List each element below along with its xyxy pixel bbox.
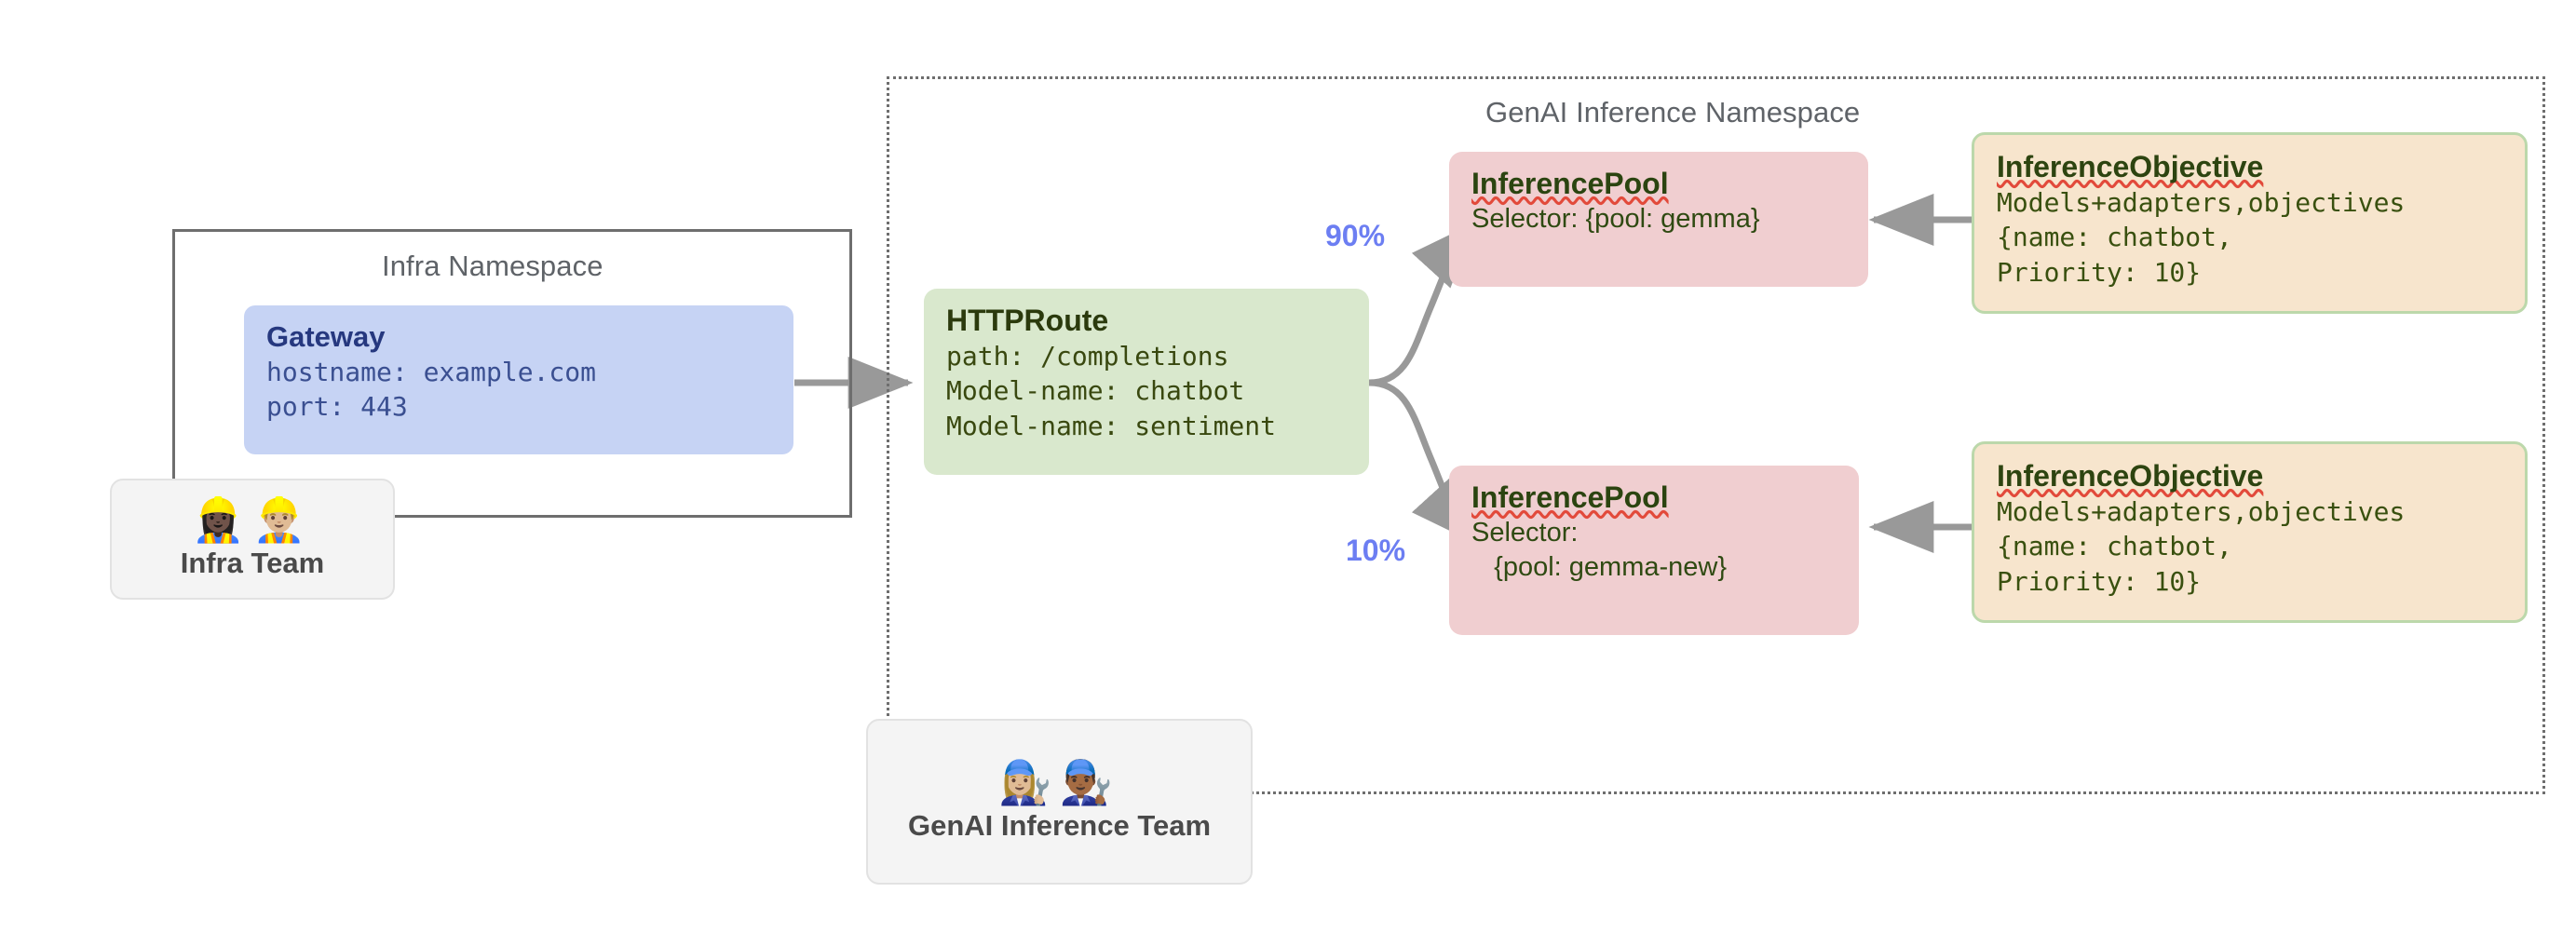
- inferenceobjective-bottom-title: InferenceObjective: [1997, 459, 2264, 493]
- edge-weight-10: 10%: [1346, 534, 1406, 567]
- gateway-hostname: hostname: example.com: [266, 356, 597, 387]
- edge-weight-90: 90%: [1325, 219, 1386, 252]
- inferenceobjective-top-title: InferenceObjective: [1997, 150, 2264, 183]
- inferenceobjective-top-card[interactable]: InferenceObjective Models+adapters,objec…: [1972, 132, 2528, 314]
- genai-team-badge[interactable]: 👩🏼‍🔧👨🏾‍🔧 GenAI Inference Team: [866, 719, 1253, 885]
- httproute-path: path: /completions: [946, 340, 1229, 372]
- inferenceobjective-bottom-card[interactable]: InferenceObjective Models+adapters,objec…: [1972, 441, 2528, 623]
- gateway-title: Gateway: [266, 320, 386, 353]
- inferenceobjective-bottom-models: Models+adapters,objectives: [1997, 495, 2406, 527]
- genai-team-label: GenAI Inference Team: [907, 809, 1212, 842]
- inferenceobjective-bottom-name: {name: chatbot,: [1997, 531, 2232, 562]
- infra-namespace-label: Infra Namespace: [382, 250, 603, 282]
- gateway-port: port: 443: [266, 391, 408, 423]
- infra-team-avatars: 👷🏿‍♀️👷🏼‍♂️: [191, 494, 314, 545]
- httproute-model-name-sentiment: Model-name: sentiment: [946, 410, 1277, 441]
- inferenceobjective-bottom-priority: Priority: 10}: [1997, 565, 2202, 597]
- genai-namespace-label: GenAI Inference Namespace: [1485, 96, 1861, 128]
- infra-team-label: Infra Team: [180, 547, 325, 579]
- inferenceobjective-top-priority: Priority: 10}: [1997, 256, 2202, 288]
- inferencepool-gemma-new-selector-label: Selector:: [1471, 517, 1579, 548]
- httproute-card[interactable]: HTTPRoute path: /completions Model-name:…: [924, 289, 1369, 475]
- httproute-title: HTTPRoute: [946, 304, 1109, 337]
- infra-team-badge[interactable]: 👷🏿‍♀️👷🏼‍♂️ Infra Team: [110, 479, 395, 600]
- inferencepool-gemma-title: InferencePool: [1471, 167, 1669, 200]
- httproute-model-name-chatbot: Model-name: chatbot: [946, 375, 1245, 407]
- inferenceobjective-top-name: {name: chatbot,: [1997, 222, 2232, 253]
- inferencepool-gemma-new-selector-value: {pool: gemma-new}: [1471, 552, 1728, 583]
- inferencepool-gemma-selector: Selector: {pool: gemma}: [1471, 203, 1760, 234]
- genai-team-avatars: 👩🏼‍🔧👨🏾‍🔧: [998, 757, 1120, 807]
- infra-namespace-container: [172, 229, 852, 518]
- inferencepool-gemma-card[interactable]: InferencePool Selector: {pool: gemma}: [1449, 152, 1868, 287]
- inferencepool-gemma-new-card[interactable]: InferencePool Selector: {pool: gemma-new…: [1449, 466, 1859, 635]
- genai-namespace-container: [887, 76, 2545, 794]
- inferenceobjective-top-models: Models+adapters,objectives: [1997, 186, 2406, 218]
- inferencepool-gemma-new-title: InferencePool: [1471, 480, 1669, 514]
- gateway-card[interactable]: Gateway hostname: example.com port: 443: [244, 305, 793, 454]
